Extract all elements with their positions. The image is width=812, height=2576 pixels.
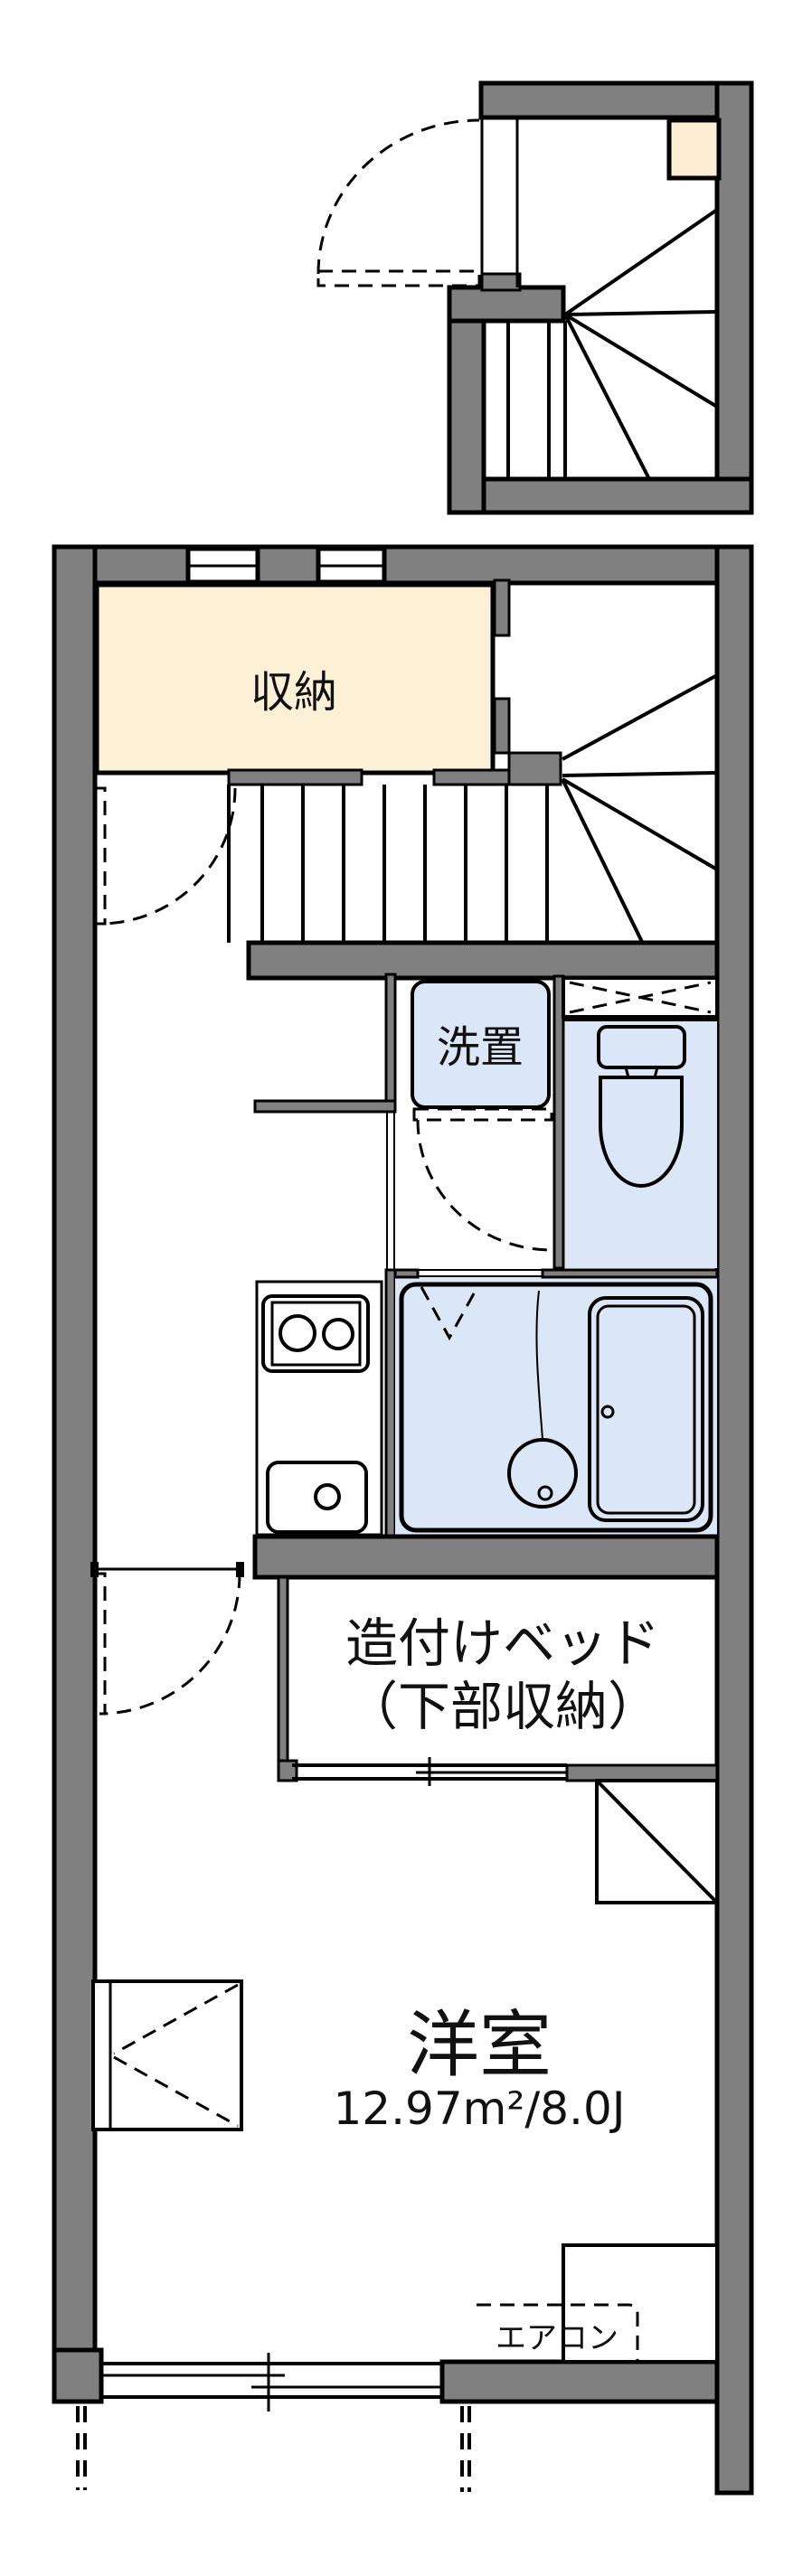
top-window-1	[185, 546, 260, 585]
bath-top-wall-1	[393, 1268, 420, 1279]
wall-step	[480, 272, 522, 292]
bottom-window	[101, 2353, 442, 2411]
stair-corner-block	[507, 751, 562, 786]
burner-right	[322, 1318, 354, 1350]
storage-right-wall-lower	[493, 697, 511, 755]
doorway-cap-right	[236, 1562, 244, 1577]
main-unit: 収納	[52, 544, 754, 2496]
entrance-stair-block	[316, 80, 754, 515]
storage-right-wall-upper	[493, 578, 511, 637]
washroom-door-arc	[416, 1119, 552, 1252]
wall-right	[714, 544, 754, 2496]
sink-drain	[314, 1483, 341, 1510]
bath-folding-door	[420, 1286, 479, 1341]
entrance-door	[316, 118, 481, 287]
washer-pan	[411, 980, 551, 1109]
western-room: 洋室 12.97m²/8.0J エアコン	[91, 1779, 719, 2364]
wash-drain-dot	[537, 1485, 553, 1501]
kitchen-sink	[266, 1461, 368, 1534]
staircase-1f	[506, 208, 719, 480]
washroom-door-leaf	[412, 1107, 553, 1122]
wall-mid-landing	[447, 285, 566, 324]
shower-hose	[535, 1290, 543, 1440]
bath-floor	[395, 1277, 717, 1537]
stair-bottom-wall	[246, 940, 720, 981]
bed-label-line1: 造付けベッド	[345, 1612, 660, 1674]
toilet-floor	[565, 1017, 717, 1268]
wash-drain-circle	[507, 1438, 578, 1509]
storage-bottom-wall-2	[432, 768, 511, 786]
bedroom-top-wall	[252, 1534, 720, 1580]
aircon-unit: エアコン	[477, 2243, 719, 2364]
kitchen-unit	[255, 1280, 383, 1537]
wall-left-lower	[447, 285, 486, 515]
hall-lower-door-arc	[99, 1573, 241, 1716]
bath-top-wall-2	[541, 1268, 719, 1279]
toilet-room	[552, 974, 719, 1270]
toilet-fixture	[597, 1025, 686, 1188]
wall-left	[52, 544, 98, 2404]
wall-bottom	[447, 476, 754, 515]
western-room-area: 12.97m²/8.0J	[334, 2082, 626, 2135]
shoe-cabinet	[666, 118, 722, 181]
wall-top	[52, 544, 754, 586]
entrance-door-leaf	[316, 269, 481, 287]
counter-box	[562, 2243, 719, 2364]
wall-bottom-left-block	[52, 2347, 104, 2404]
bath-left-wall	[384, 1268, 397, 1538]
aircon-dashed-box	[477, 2303, 639, 2362]
corner-diagonal-box	[595, 1779, 719, 1904]
boundary-dashes	[76, 2406, 471, 2492]
left-folding-closet-box	[91, 1979, 243, 2131]
bed-sliding-partition	[292, 1757, 567, 1786]
bed-left-wall	[277, 1575, 289, 1769]
bed-bottom-wall	[565, 1763, 719, 1782]
bathroom	[384, 1268, 719, 1538]
doorway-cap-left	[90, 1562, 99, 1577]
storage-bottom-wall-1	[227, 768, 364, 786]
western-room-label: 洋室	[407, 2003, 552, 2087]
hall-lower-door	[90, 1562, 244, 1716]
burner-inner	[270, 1301, 362, 1367]
bathtub-inner	[596, 1304, 696, 1515]
wall-right	[714, 80, 754, 515]
kitchen-top-wall	[253, 1099, 397, 1114]
kitchen	[255, 1280, 383, 1537]
entrance-door-arc	[316, 118, 480, 275]
burner-left	[279, 1314, 316, 1352]
top-window-2	[316, 546, 387, 585]
washer-label: 洗置	[437, 1022, 524, 1073]
built-in-bed-room: 造付けベッド （下部収納）	[277, 1575, 719, 1786]
storage-label: 収納	[250, 667, 337, 718]
hall-lower-door-leaf	[92, 1572, 107, 1716]
bed-label-line2: （下部収納）	[345, 1676, 660, 1737]
washroom: 洗置	[253, 973, 553, 1270]
bath-unit-outline	[399, 1282, 713, 1533]
aircon-label: エアコン	[496, 2320, 618, 2356]
tub-handle	[600, 1405, 615, 1419]
shelf-x-line-2	[569, 981, 712, 1014]
hall-upper-door-arc	[99, 787, 237, 926]
hall-upper-door	[92, 786, 237, 926]
bathtub-outer	[588, 1296, 704, 1522]
burner-module	[261, 1294, 370, 1373]
storage-room	[94, 582, 496, 776]
wall-top	[478, 80, 754, 120]
toilet-left-wall	[552, 974, 565, 1270]
staircase-2f	[227, 673, 719, 943]
wall-bottom	[439, 2359, 720, 2404]
washroom-left-wall	[384, 973, 397, 1114]
